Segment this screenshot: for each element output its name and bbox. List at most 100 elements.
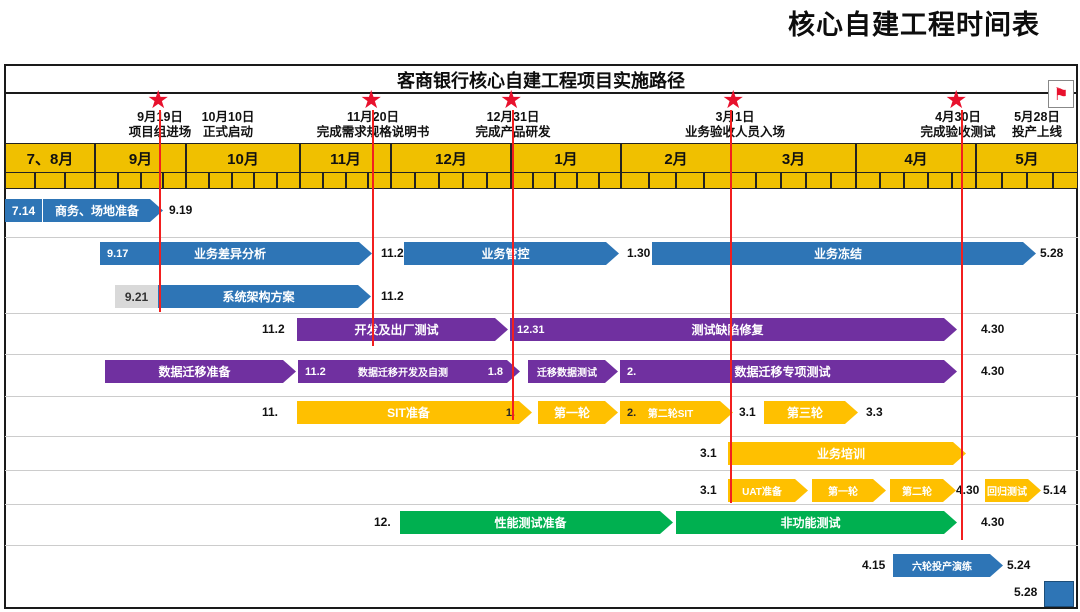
task-end-date: 1. <box>505 406 515 419</box>
week-cell <box>806 172 831 189</box>
bar-date-label: 11. <box>262 405 279 419</box>
month-cell-9: 4月 <box>856 143 976 173</box>
week-group-7 <box>621 172 731 189</box>
task-bar-label: 业务管控 <box>481 247 530 261</box>
week-cell <box>277 172 300 189</box>
week-group-5 <box>391 172 511 189</box>
week-cell <box>928 172 952 189</box>
week-cell <box>5 172 35 189</box>
month-cell-10: 5月 <box>976 143 1078 173</box>
week-cell <box>976 172 1002 189</box>
task-bar: 性能测试准备 <box>400 511 673 534</box>
task-bar-label: 数据迁移专项测试 <box>734 365 831 379</box>
milestone-event: 完成验收测试 <box>920 125 996 139</box>
task-bar-label: 第二轮SIT <box>647 409 694 420</box>
week-cell <box>322 172 346 189</box>
task-bar-label: 第一轮 <box>553 406 590 420</box>
task-bar-label: 数据迁移准备 <box>158 365 231 379</box>
week-cell <box>65 172 95 189</box>
week-cell <box>300 172 323 189</box>
week-cell <box>856 172 880 189</box>
task-bar: 第一轮 <box>812 479 886 502</box>
week-cell <box>117 172 141 189</box>
week-cell <box>599 172 621 189</box>
milestone-line <box>961 110 963 540</box>
milestone-date: 4月30日 <box>935 110 981 124</box>
task-bar-label: 六轮投产演练 <box>912 562 972 573</box>
task-start-date: 9.17 <box>107 247 129 260</box>
task-end-date: 1.8 <box>487 365 503 378</box>
bar-date-label: 3.1 <box>739 405 756 419</box>
week-cell <box>511 172 533 189</box>
month-cell-1: 7、8月 <box>5 143 95 173</box>
month-cell-8: 3月 <box>731 143 856 173</box>
week-cell <box>781 172 806 189</box>
task-bar: 系统架构方案 <box>158 285 371 308</box>
milestone-star-icon: ★ <box>147 86 170 114</box>
chart-title: 客商银行核心自建工程项目实施路径 <box>397 71 685 91</box>
month-cell-2: 9月 <box>95 143 186 173</box>
chart-frame <box>4 64 1078 609</box>
task-bar: 第一轮 <box>538 401 618 424</box>
week-cell <box>1027 172 1053 189</box>
task-bar-label: UAT准备 <box>742 487 782 498</box>
milestone-star-icon: ★ <box>945 86 968 114</box>
week-cell <box>463 172 487 189</box>
row-separator <box>5 237 1078 238</box>
task-bar-label: 系统架构方案 <box>222 290 295 304</box>
month-cell-3: 10月 <box>186 143 300 173</box>
week-group-6 <box>511 172 621 189</box>
task-bar-label: 数据迁移开发及自测 <box>358 368 448 379</box>
task-bar-label: 开发及出厂测试 <box>354 323 439 337</box>
milestone-date: 10月10日 <box>201 110 255 124</box>
milestone-line <box>512 110 514 420</box>
milestone-star-icon: ★ <box>500 86 523 114</box>
task-bar: 7.14 <box>5 199 42 222</box>
task-bar: 回归测试 <box>985 479 1041 502</box>
week-cell <box>756 172 781 189</box>
row-separator <box>5 436 1078 437</box>
task-bar: 非功能测试 <box>676 511 957 534</box>
bar-date-label: 4.30 <box>956 483 980 497</box>
task-bar-label: 非功能测试 <box>780 516 841 530</box>
week-cell <box>577 172 599 189</box>
task-bar: 第三轮 <box>764 401 858 424</box>
task-bar-label: 第一轮 <box>828 487 858 498</box>
week-cell <box>533 172 555 189</box>
week-group-3 <box>186 172 300 189</box>
week-cell <box>880 172 904 189</box>
golive-flag-box: ⚑ <box>1048 80 1074 108</box>
week-cell <box>555 172 577 189</box>
task-bar: 商务、场地准备 <box>43 199 163 222</box>
bar-date-label: 4.30 <box>981 515 1005 529</box>
bar-date-label: 5.14 <box>1043 483 1067 497</box>
row-separator <box>5 470 1078 471</box>
bar-date-label: 11.2 <box>381 289 404 303</box>
task-bar-label: 业务冻结 <box>813 247 862 261</box>
task-bar: UAT准备 <box>728 479 808 502</box>
bar-date-label: 4.15 <box>862 558 886 572</box>
bar-date-label: 5.28 <box>1014 585 1038 599</box>
bar-date-label: 12. <box>374 515 391 529</box>
milestone-star-icon: ★ <box>360 86 383 114</box>
task-bar: 业务冻结 <box>652 242 1036 265</box>
week-cell <box>345 172 369 189</box>
month-cell-6: 1月 <box>511 143 621 173</box>
week-cell <box>952 172 976 189</box>
row-separator <box>5 545 1078 546</box>
bar-date-label: 3.1 <box>700 446 717 460</box>
week-cell <box>621 172 649 189</box>
week-cell <box>731 172 756 189</box>
milestone-line <box>372 110 374 346</box>
milestone-event: 正式启动 <box>202 125 253 139</box>
milestone-label: 10月10日正式启动 <box>143 110 313 140</box>
week-cell <box>1052 172 1078 189</box>
week-cell <box>254 172 278 189</box>
bar-date-label: 11.2 <box>381 246 404 260</box>
row-separator <box>5 313 1078 314</box>
week-group-10 <box>976 172 1078 189</box>
task-bar: 第二轮 <box>890 479 956 502</box>
